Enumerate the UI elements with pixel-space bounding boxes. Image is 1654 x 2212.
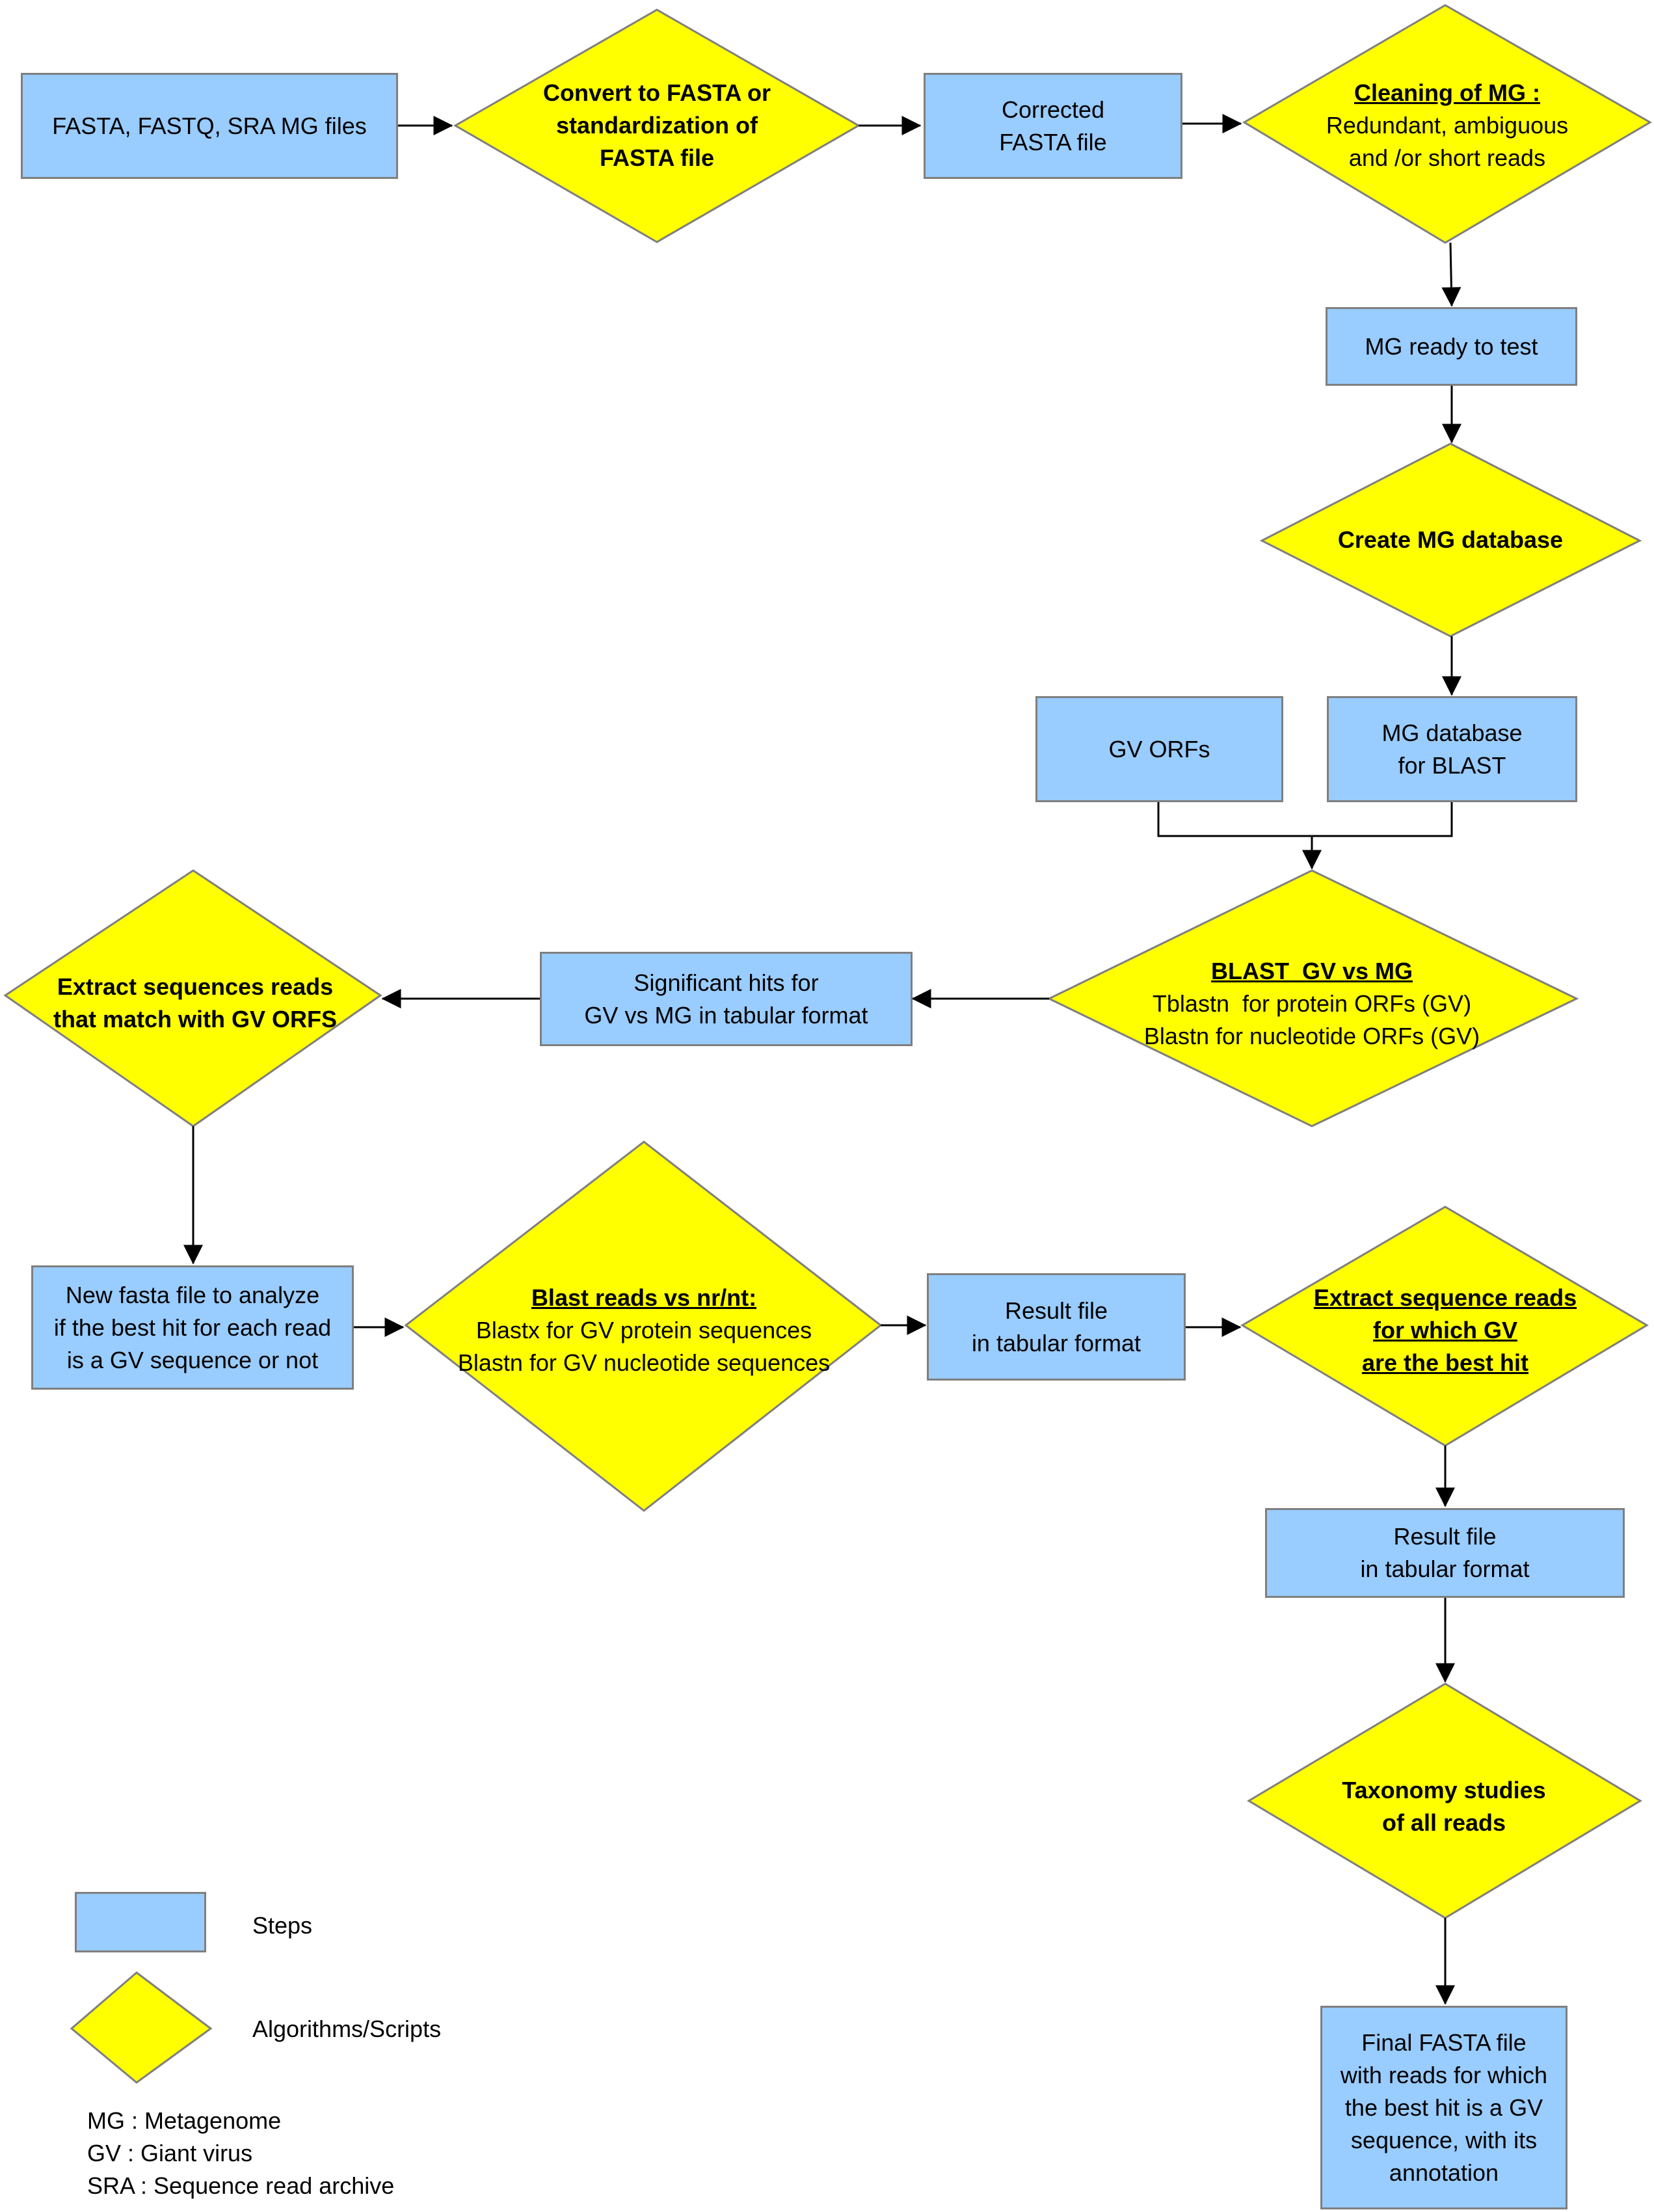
- connector-gvorfs-to-join: [1157, 802, 1453, 837]
- step-result-file-2: Result file in tabular format: [1265, 1508, 1625, 1598]
- algorithm-convert: Convert to FASTA or standardization of F…: [494, 74, 820, 178]
- algorithm-extract-best-line-3: are the best hit: [1361, 1349, 1529, 1376]
- step-input-files: FASTA, FASTQ, SRA MG files: [21, 73, 398, 179]
- algorithm-convert-line-2: standardization of: [555, 112, 758, 139]
- algorithm-convert-line-3: FASTA file: [599, 144, 714, 171]
- step-final-fasta-line-4: sequence, with its: [1350, 2126, 1538, 2153]
- algorithm-cleaning: Cleaning of MG : Redundant, ambiguous an…: [1285, 74, 1610, 178]
- algorithm-cleaning-line-1: Redundant, ambiguous: [1326, 112, 1569, 139]
- step-final-fasta: Final FASTA file with reads for which th…: [1320, 2006, 1567, 2209]
- algorithm-taxonomy-line-2: of all reads: [1381, 1809, 1506, 1836]
- step-corrected-fasta-line-1: Corrected: [1001, 96, 1105, 123]
- algorithm-extract-best: Extract sequence reads for which GV are …: [1283, 1278, 1608, 1382]
- step-mg-database-blast-line-2: for BLAST: [1398, 751, 1506, 779]
- step-input-files-line: FASTA, FASTQ, SRA MG files: [52, 112, 367, 139]
- step-significant-hits-line-1: Significant hits for: [634, 969, 819, 996]
- algorithm-blast-gv-mg-line-1: Tblastn for protein ORFs (GV): [1152, 990, 1472, 1017]
- algorithm-blast-gv-mg-title: BLAST GV vs MG: [1210, 958, 1413, 984]
- diamond-blast-nr: [404, 1140, 883, 1512]
- legend-steps-label: Steps: [252, 1912, 313, 1939]
- algorithm-cleaning-line-2: and /or short reads: [1348, 144, 1546, 171]
- step-significant-hits: Significant hits for GV vs MG in tabular…: [540, 952, 913, 1046]
- legend-abbrev-gv: GV : Giant virus: [87, 2140, 253, 2166]
- diamond-cleaning: [1242, 4, 1652, 244]
- algorithm-convert-line-1: Convert to FASTA or: [543, 79, 771, 106]
- diamond-blast-gv-mg: [1047, 869, 1579, 1127]
- step-result-file-2-line-2: in tabular format: [1360, 1556, 1530, 1582]
- algorithm-taxonomy: Taxonomy studies of all reads: [1281, 1771, 1607, 1842]
- step-mg-database-blast: MG database for BLAST: [1327, 696, 1577, 802]
- legend-algorithms-label: Algorithms/Scripts: [252, 2016, 442, 2042]
- algorithm-extract-match: Extract sequences reads that match with …: [26, 967, 364, 1039]
- step-final-fasta-line-5: annotation: [1389, 2159, 1499, 2186]
- algorithm-extract-best-line-2: for which GV: [1372, 1317, 1517, 1343]
- step-new-fasta: New fasta file to analyze if the best hi…: [31, 1265, 354, 1390]
- algorithm-cleaning-title: Cleaning of MG :: [1354, 79, 1540, 106]
- arrow-cleaning-to-ready: [1441, 242, 1461, 307]
- step-corrected-fasta: Corrected FASTA file: [924, 73, 1182, 179]
- algorithm-extract-match-line-1: Extract sequences reads: [57, 973, 334, 1000]
- diamond-create-db: [1259, 442, 1642, 638]
- step-final-fasta-line-1: Final FASTA file: [1361, 2029, 1527, 2056]
- step-final-fasta-line-3: the best hit is a GV: [1344, 2094, 1543, 2121]
- step-gv-orfs: GV ORFs: [1035, 696, 1283, 802]
- diamond-convert: [453, 8, 861, 243]
- step-final-fasta-line-2: with reads for which: [1340, 2061, 1548, 2088]
- step-result-file-1-line-2: in tabular format: [971, 1329, 1141, 1356]
- step-significant-hits-line-2: GV vs MG in tabular format: [584, 1001, 868, 1029]
- algorithm-taxonomy-line-1: Taxonomy studies: [1342, 1777, 1546, 1803]
- algorithm-extract-match-line-2: that match with GV ORFS: [53, 1006, 338, 1032]
- step-new-fasta-line-1: New fasta file to analyze: [65, 1281, 320, 1308]
- step-result-file-2-line-1: Result file: [1393, 1523, 1497, 1550]
- step-new-fasta-line-2: if the best hit for each read: [53, 1314, 332, 1341]
- legend-step-swatch: [75, 1892, 206, 1952]
- step-result-file-1-line-1: Result file: [1004, 1297, 1108, 1324]
- step-mg-ready: MG ready to test: [1326, 307, 1577, 386]
- algorithm-blast-nr-line-1: Blastx for GV protein sequences: [475, 1317, 812, 1343]
- legend-diamond: [70, 1971, 213, 2084]
- algorithm-blast-nr-title: Blast reads vs nr/nt:: [531, 1284, 757, 1311]
- step-corrected-fasta-line-2: FASTA file: [999, 128, 1107, 155]
- algorithm-extract-best-line-1: Extract sequence reads: [1313, 1284, 1577, 1311]
- algorithm-blast-nr: Blast reads vs nr/nt: Blastx for GV prot…: [449, 1278, 839, 1382]
- algorithm-blast-gv-mg-line-2: Blastn for nucleotide ORFs (GV): [1143, 1023, 1480, 1049]
- legend-abbrev-sra: SRA : Sequence read archive: [87, 2172, 395, 2199]
- step-result-file-1: Result file in tabular format: [927, 1273, 1186, 1381]
- step-gv-orfs-line: GV ORFs: [1108, 735, 1210, 762]
- algorithm-create-db-line: Create MG database: [1337, 526, 1564, 553]
- step-mg-database-blast-line-1: MG database: [1381, 719, 1523, 746]
- algorithm-blast-nr-line-2: Blastn for GV nucleotide sequences: [457, 1349, 831, 1376]
- step-mg-ready-line: MG ready to test: [1365, 332, 1538, 360]
- algorithm-blast-gv-mg: BLAST GV vs MG Tblastn for protein ORFs …: [1117, 952, 1507, 1056]
- algorithm-create-db: Create MG database: [1288, 520, 1613, 560]
- step-new-fasta-line-3: is a GV sequence or not: [66, 1346, 319, 1373]
- legend-abbrev-mg: MG : Metagenome: [87, 2107, 282, 2134]
